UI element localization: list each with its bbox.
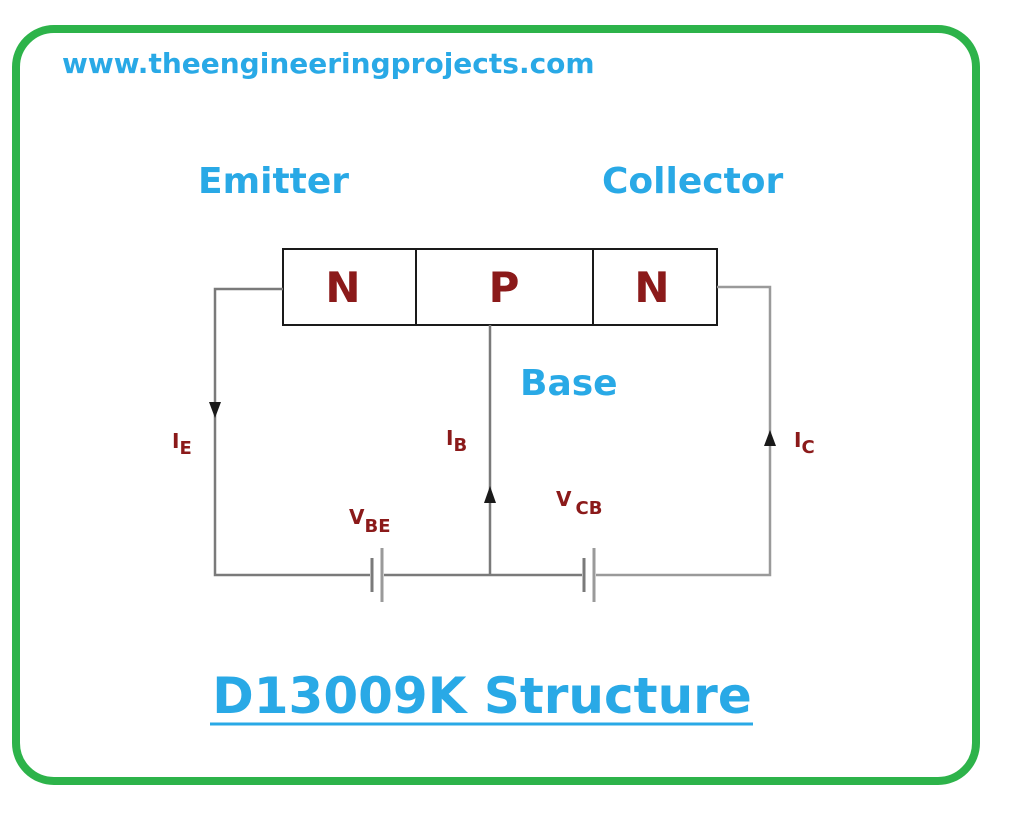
- base-label: Base: [520, 363, 618, 404]
- base-region-letter: P: [489, 263, 520, 312]
- emitter-label: Emitter: [198, 161, 349, 202]
- base-current-arrow: [484, 486, 496, 503]
- base-region: [415, 248, 594, 326]
- vbe-voltage-label: VBE: [349, 505, 391, 537]
- site-url: www.theengineeringprojects.com: [62, 47, 595, 80]
- vbe-battery-symbol: [370, 548, 384, 602]
- circuit-wires: [213, 285, 772, 577]
- emitter-wire: [213, 287, 370, 577]
- base-current-label: IB: [446, 426, 467, 456]
- emitter-current-label: IE: [172, 429, 192, 459]
- collector-current-label: IC: [794, 428, 815, 458]
- emitter-region: [282, 248, 417, 326]
- collector-current-arrow: [764, 430, 776, 446]
- npn-structure: N P N: [282, 248, 718, 326]
- diagram-title: D13009K Structure: [212, 667, 751, 725]
- emitter-region-letter: N: [325, 263, 360, 312]
- diagram-frame: [12, 25, 980, 785]
- collector-wire: [596, 285, 772, 577]
- collector-region-letter: N: [634, 263, 669, 312]
- vcb-battery-symbol: [582, 548, 596, 602]
- collector-label: Collector: [602, 161, 784, 202]
- emitter-current-arrow: [209, 402, 221, 418]
